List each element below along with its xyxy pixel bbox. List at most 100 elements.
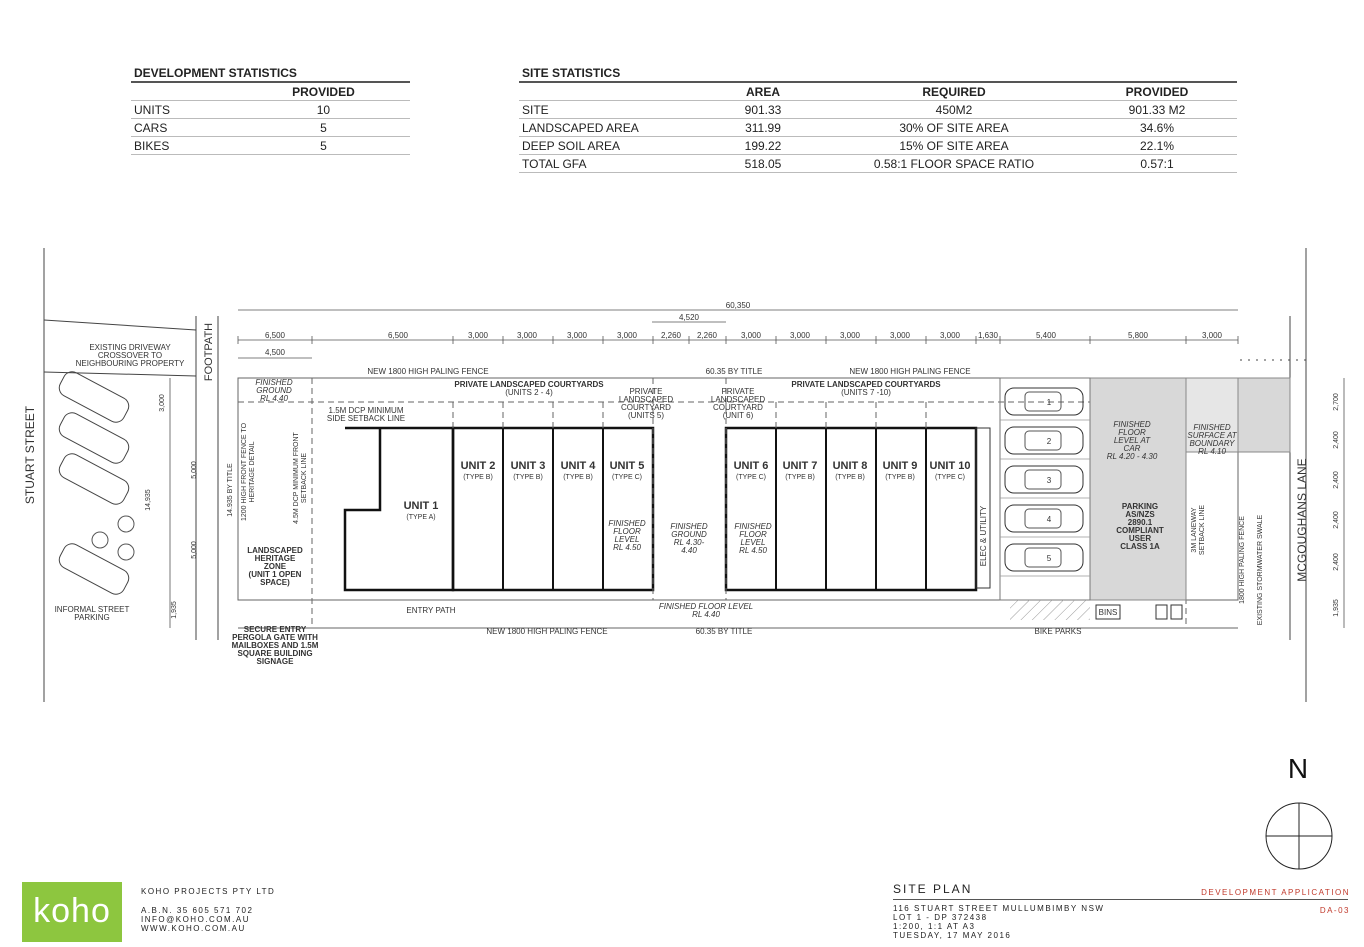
unit-type: (TYPE B) — [885, 474, 915, 481]
driveway-label: EXISTING DRIVEWAY — [89, 343, 171, 352]
by-title-label: 60.35 BY TITLE — [706, 367, 763, 376]
web-link[interactable]: WWW.KOHO.COM.AU — [141, 924, 246, 933]
row-label: UNITS — [131, 100, 237, 119]
driveway-label: NEIGHBOURING PROPERTY — [76, 359, 185, 368]
north-label: N — [1288, 753, 1308, 784]
car-icon — [1004, 465, 1084, 494]
elec-utility-label: ELEC & UTILITY — [979, 505, 988, 566]
row-required: 450M2 — [831, 100, 1077, 119]
row-label: BIKES — [131, 136, 237, 155]
ffl-label: LEVEL — [615, 535, 640, 544]
unit-name: UNIT 2 — [461, 460, 496, 472]
finished-ground-label: FINISHED — [255, 378, 293, 387]
status-label: DEVELOPMENT APPLICATION — [1201, 888, 1350, 897]
row-provided: 0.57:1 — [1077, 154, 1237, 173]
ffl-label: FINISHED — [1113, 420, 1151, 429]
footpath-label: FOOTPATH — [203, 323, 215, 381]
car-bay-number: 2 — [1047, 437, 1052, 446]
unit-labels: UNIT 1(TYPE A)UNIT 2(TYPE B)UNIT 3(TYPE … — [404, 460, 971, 521]
unit-type: (TYPE A) — [406, 514, 435, 521]
courtyard-label: COURTYARD — [713, 403, 763, 412]
unit-type: (TYPE B) — [463, 474, 493, 481]
row-value: 10 — [236, 100, 410, 119]
dimension-label: 3,000 — [790, 331, 811, 340]
ffl-label: LEVEL AT — [1114, 436, 1151, 445]
front-setback-label: SETBACK LINE — [301, 453, 308, 504]
row-area: 311.99 — [695, 118, 831, 137]
row-provided: 901.33 M2 — [1077, 100, 1237, 119]
dimension-label: 3,000 — [517, 331, 538, 340]
courtyard-label: LANDSCAPED — [619, 395, 673, 404]
informal-parking-label: INFORMAL STREET — [55, 605, 130, 614]
bins — [1095, 604, 1121, 620]
email-link[interactable]: INFO@KOHO.COM.AU — [141, 915, 251, 924]
unit-name: UNIT 6 — [734, 460, 769, 472]
drawing-number: DA-03 — [1319, 906, 1350, 915]
fence-label: NEW 1800 HIGH PALING FENCE — [849, 367, 970, 376]
ffl-label: FLOOR — [613, 527, 641, 536]
courtyard-label: (UNIT 6) — [723, 411, 754, 420]
dim-4500: 4,500 — [265, 348, 286, 357]
dimension-label: 2,260 — [697, 331, 718, 340]
ffl-label: RL 4.40 — [692, 610, 720, 619]
finished-surface-label: FINISHED — [1193, 423, 1231, 432]
units-6-10-block — [724, 426, 978, 592]
unit-type: (TYPE B) — [785, 474, 815, 481]
dimension-label: 3,000 — [890, 331, 911, 340]
dev-stats-title: DEVELOPMENT STATISTICS — [131, 64, 410, 83]
fence-label: 1800 HIGH PALING FENCE — [1239, 516, 1246, 604]
front-fence-label: HERITAGE DETAIL — [249, 441, 256, 502]
courtyard-label: PRIVATE LANDSCAPED COURTYARDS — [454, 380, 604, 389]
dimension-label: 2,260 — [661, 331, 682, 340]
ffl-label: FLOOR — [1118, 428, 1146, 437]
laneway-setback-label: SETBACK LINE — [1199, 505, 1206, 556]
car-bay-number: 1 — [1047, 398, 1052, 407]
street-cars — [58, 371, 130, 595]
row-required: 30% OF SITE AREA — [831, 118, 1077, 137]
courtyard-label: (UNITS 7 -10) — [841, 388, 891, 397]
front-fence-label: 1200 HIGH FRONT FENCE TO — [241, 422, 248, 521]
dimension-label: 2,700 — [1333, 393, 1340, 411]
car-icon — [1004, 504, 1084, 533]
dimension-label: 5,400 — [1036, 331, 1057, 340]
dev-stats-col-provided: PROVIDED — [236, 82, 410, 101]
secure-entry-label: SECURE ENTRY — [244, 625, 307, 634]
secure-entry-label: MAILBOXES AND 1.5M — [232, 641, 319, 650]
title-divider — [893, 899, 1348, 900]
secure-entry-label: SQUARE BUILDING — [237, 649, 312, 658]
parking-label: USER — [1129, 534, 1151, 543]
car-bay-number: 3 — [1047, 476, 1052, 485]
dimension-label: 3,000 — [940, 331, 961, 340]
swale-label: EXISTING STORMWATER SWALE — [1257, 514, 1264, 625]
courtyard-label: (UNITS 5) — [628, 411, 664, 420]
setback-label: 1.5M DCP MINIMUM — [329, 406, 404, 415]
north-arrow-icon — [1265, 802, 1333, 870]
dimension-label: 3,000 — [468, 331, 489, 340]
unit-name: UNIT 3 — [511, 460, 546, 472]
bins-label: BINS — [1099, 608, 1118, 617]
dimension-label: 6,500 — [388, 331, 409, 340]
car-bay-number: 4 — [1047, 515, 1052, 524]
address: 116 STUART STREET MULLUMBIMBY NSW — [893, 904, 1105, 913]
driveway-label: CROSSOVER TO — [98, 351, 162, 360]
courtyard-label: PRIVATE — [721, 387, 754, 396]
unit-type: (TYPE B) — [563, 474, 593, 481]
dimension-label: 5,800 — [1128, 331, 1149, 340]
dimension-label: 1,630 — [978, 331, 999, 340]
dimension-label: 5,000 — [191, 541, 198, 559]
row-label: CARS — [131, 118, 237, 137]
heritage-zone-label: HERITAGE — [255, 554, 296, 563]
finished-surface-label: BOUNDARY — [1189, 439, 1235, 448]
ffl-label: RL 4.20 - 4.30 — [1107, 452, 1158, 461]
row-value: 5 — [236, 118, 410, 137]
laneway-setback-label: 3M LANEWAY — [1191, 507, 1198, 552]
dimension-label: 3,000 — [617, 331, 638, 340]
unit-name: UNIT 4 — [561, 460, 597, 472]
